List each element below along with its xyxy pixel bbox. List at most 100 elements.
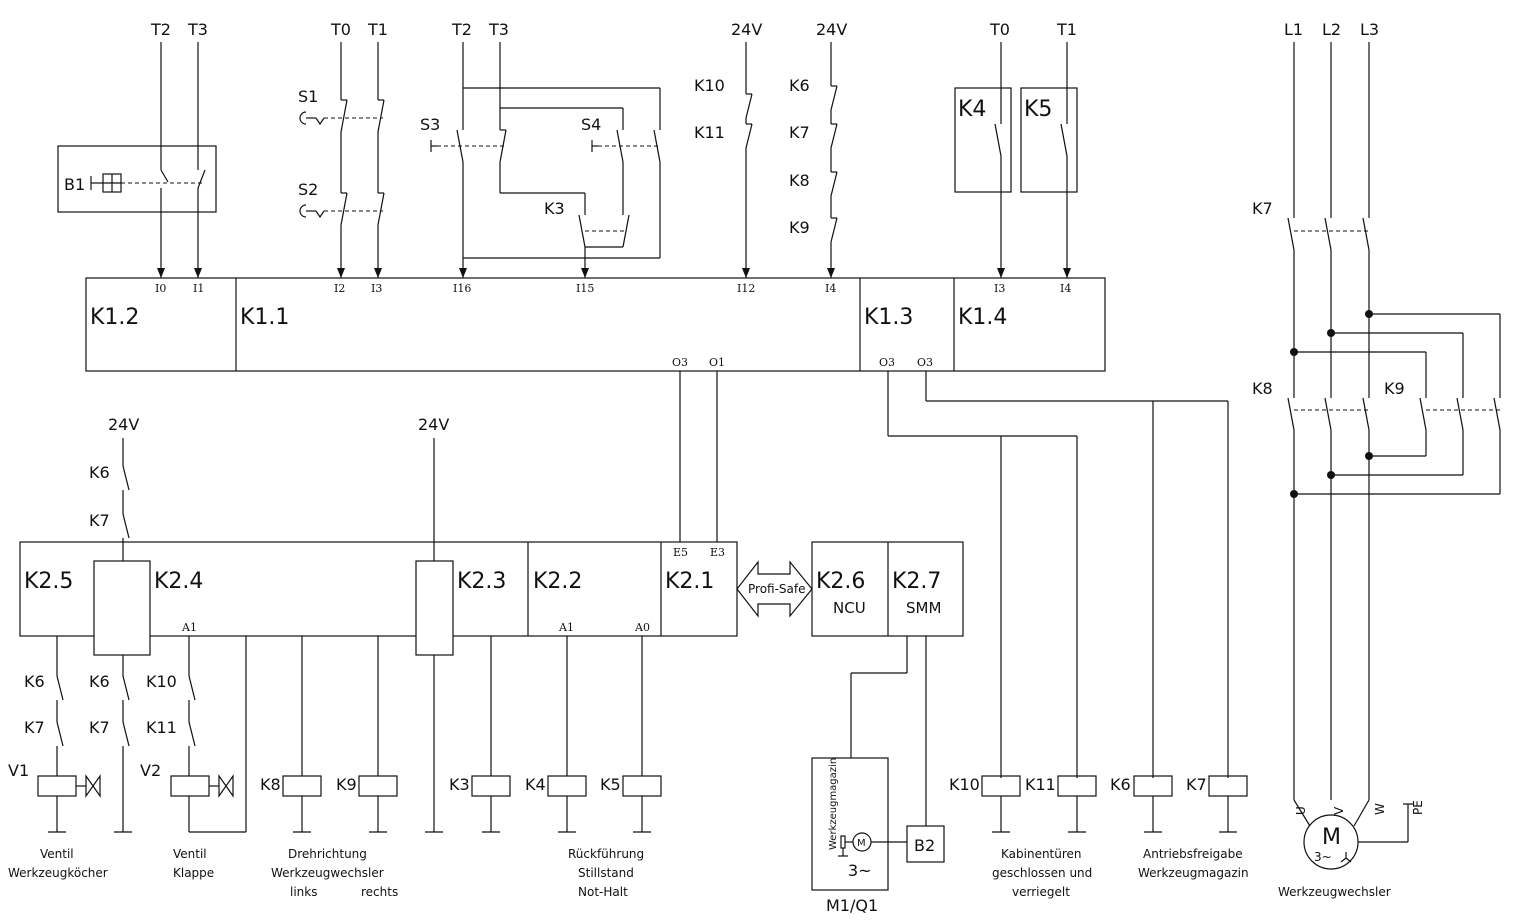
k7-v1-label: K7: [24, 718, 45, 737]
module-k1-2: K1.2: [90, 305, 139, 330]
v2-coil: [170, 775, 210, 797]
top-relay-contacts: 24V 24V K10 K11 K6 K7 K8 K9: [694, 20, 847, 278]
k5-box: [1020, 87, 1078, 193]
supply-label-t3: T3: [187, 20, 208, 39]
module-k2-4: K2.4: [154, 569, 203, 594]
k5-coil: [622, 775, 662, 797]
caption-ventil1-b: Werkzeugköcher: [8, 866, 108, 880]
caption-kab-c: verriegelt: [1012, 885, 1070, 899]
caption-werkzeugwechsler: Werkzeugwechsler: [1278, 885, 1391, 899]
supply-label-t1: T1: [367, 20, 388, 39]
supply-label-t3b: T3: [488, 20, 509, 39]
s3-label: S3: [420, 115, 440, 134]
caption-kab-a: Kabinentüren: [1001, 847, 1082, 861]
v2-label: V2: [140, 761, 161, 780]
module-k2-6: K2.6: [816, 569, 865, 594]
terminal-pe: PE: [1411, 800, 1425, 815]
k6-mid-label: K6: [89, 672, 110, 691]
pin-k13-o3a: O3: [879, 356, 895, 369]
module-k2-2: K2.2: [533, 569, 582, 594]
caption-dreh-a: Drehrichtung: [288, 847, 367, 861]
k8-coil-label: K8: [260, 775, 281, 794]
k4-box: [954, 87, 1012, 193]
k4-k5-group: T0 T1 K4 K5: [954, 20, 1078, 278]
phase-l1: L1: [1284, 20, 1303, 39]
module-k1-1: K1.1: [240, 305, 289, 330]
k10-v2-label: K10: [146, 672, 177, 691]
k4-coil-label: K4: [525, 775, 546, 794]
supply-label-24v-b: 24V: [816, 20, 847, 39]
pin-i2: I2: [334, 282, 345, 295]
s3-s4-k3-group: T2 T3 S3 S4 K3: [420, 20, 661, 278]
k8-contact-label: K8: [789, 171, 810, 190]
b1-symbol: [90, 173, 122, 193]
s4-label: S4: [581, 115, 601, 134]
k1-module-row: K1.2 K1.1 K1.3 K1.4 I0 I1 I2 I3 I16 I15 …: [85, 277, 1106, 372]
motor-power-circuit: L1 L2 L3 K7 K8 K9: [1252, 20, 1501, 899]
motor-m: M: [1322, 825, 1341, 850]
k9-motor-label: K9: [1384, 379, 1405, 398]
bus-label: Profi-Safe: [748, 582, 806, 596]
module-k2-6-sub: NCU: [833, 599, 866, 617]
k7-mid-label: K7: [89, 718, 110, 737]
caption-rueck-c: Not-Halt: [578, 885, 628, 899]
s2-mushroom-icon: [299, 204, 307, 218]
caption-dreh-b: Werkzeugwechsler: [271, 866, 384, 880]
module-k1-3: K1.3: [864, 305, 913, 330]
k2-control-left: 24V K6 K7 24V K2.5 K2.4 K2.3 K2.2 K2.1 E…: [19, 415, 738, 656]
caption-ventil1-a: Ventil: [40, 847, 74, 861]
b2-label: B2: [914, 836, 935, 855]
k10-coil-label: K10: [949, 775, 980, 794]
k7-motor-label: K7: [1252, 199, 1273, 218]
caption-ventil2-b: Klappe: [173, 866, 214, 880]
pin-o3: O3: [672, 356, 688, 369]
k9-coil-label: K9: [336, 775, 357, 794]
pin-i12: I12: [737, 282, 755, 295]
pin-i16: I16: [453, 282, 471, 295]
k11-coil-label: K11: [1025, 775, 1056, 794]
pin-i0: I0: [155, 282, 166, 295]
terminal-u: U: [1294, 806, 1308, 815]
k6-coil: [1133, 775, 1173, 797]
motor-phase: 3~: [1314, 850, 1332, 864]
supply-label-t1b: T1: [1056, 20, 1077, 39]
k3-coil: [471, 775, 511, 797]
caption-dreh-d: rechts: [361, 885, 398, 899]
k7-contact-label: K7: [789, 123, 810, 142]
k7-24v-label: K7: [89, 511, 110, 530]
supply-label-t0: T0: [330, 20, 351, 39]
supply-label-t2: T2: [150, 20, 171, 39]
pin-k24-a1: A1: [181, 621, 197, 634]
pin-i1: I1: [193, 282, 204, 295]
s1-mushroom-icon: [299, 111, 307, 125]
pin-i15: I15: [576, 282, 594, 295]
k11-v2-label: K11: [146, 718, 177, 737]
k10-contact-label: K10: [694, 76, 725, 95]
k7-coil-label: K7: [1186, 775, 1207, 794]
caption-antr-a: Antriebsfreigabe: [1143, 847, 1243, 861]
v1-label: V1: [8, 761, 29, 780]
caption-dreh-c: links: [290, 885, 317, 899]
k4-coil: [547, 775, 587, 797]
profisafe-bus: Profi-Safe: [736, 560, 813, 618]
k5-coil-label: K5: [600, 775, 621, 794]
module-k2-7-sub: SMM: [906, 599, 941, 617]
module-k1-4: K1.4: [958, 305, 1007, 330]
magazine-box: [811, 757, 889, 891]
v2-valve-icon: [218, 774, 234, 798]
phase-l3: L3: [1360, 20, 1379, 39]
pin-k13-o3b: O3: [917, 356, 933, 369]
k8-coil: [282, 775, 322, 797]
module-k2-1: K2.1: [665, 569, 714, 594]
module-k2-7: K2.7: [892, 569, 941, 594]
b1-label: B1: [64, 175, 85, 194]
k3-coil-label: K3: [449, 775, 470, 794]
k2-6-k2-7: K2.6 NCU K2.7 SMM Werkzeugmagazin M 3~ B…: [811, 541, 964, 915]
terminal-w: W: [1373, 803, 1387, 815]
k6-v1-label: K6: [24, 672, 45, 691]
caption-ventil2-a: Ventil: [173, 847, 207, 861]
pin-k22-a1: A1: [558, 621, 574, 634]
caption-antr-b: Werkzeugmagazin: [1138, 866, 1249, 880]
b2-box: [906, 825, 945, 863]
